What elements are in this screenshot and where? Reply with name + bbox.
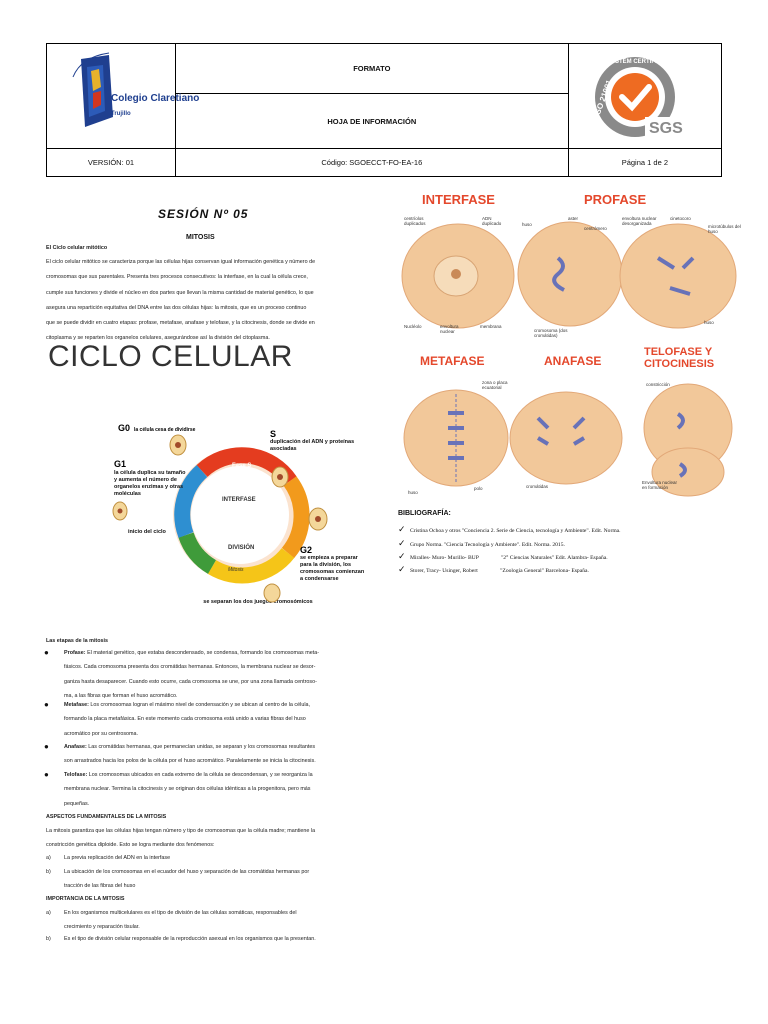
intro-line: que se puede dividir en cuatro etapas: p…	[46, 320, 315, 327]
session-subtitle: MITOSIS	[186, 234, 215, 241]
division-label: DIVISIÓN	[228, 543, 254, 551]
s-text: duplicación del ADN y proteínas asociada…	[270, 439, 355, 452]
school-name: Colegio Claretiano	[111, 93, 199, 104]
importancia-b-label: b)	[46, 936, 51, 942]
nucleolo-label: Nucléolo	[404, 324, 422, 329]
adn-label: ADN duplicado	[482, 216, 502, 226]
bullet-icon: ●	[44, 770, 49, 779]
zona-placa-label: zona o placa ecuatorial	[482, 380, 508, 390]
telofase-paragraph: Telofase: Los cromosomas ubicados en cad…	[64, 772, 313, 807]
membrana-label: membrana	[480, 324, 502, 329]
mitosis-cells-art	[401, 221, 737, 497]
etapas-heading: Las etapas de la mitosis	[46, 638, 109, 644]
aspectos-heading: ASPECTOS FUNDAMENTALES DE LA MITOSIS	[46, 814, 167, 820]
profase-label: PROFASE	[584, 192, 647, 207]
school-logo-cell: Colegio Claretiano Trujillo	[46, 43, 199, 149]
bibliografia-title: BIBLIOGRAFÍA:	[398, 510, 451, 517]
bullet-icon: ●	[44, 700, 49, 709]
envoltura-nuc-label: envoltura nuclear desorganizada	[622, 216, 657, 226]
cromosoma-label: cromosoma (dos cromátidas)	[534, 328, 568, 338]
bib-item: ✓Cristina Ochoa y otros "Conciencia 2. S…	[398, 524, 621, 534]
cinetocoro-label: cinetocoro	[670, 216, 691, 221]
check-icon: ✓	[398, 538, 406, 548]
anafase-paragraph: Anafase: Las cromátidas hermanas, que pe…	[64, 744, 316, 765]
intro-paragraph: El ciclo celular mitótico se caracteriza…	[46, 257, 358, 345]
cert-logo-cell: SYSTEM CERTIFICATION ISO 21001 SGS	[567, 43, 723, 149]
hoja-cell: HOJA DE INFORMACIÓN	[174, 93, 569, 149]
aspectos-paragraph: La mitosis garantiza que las células hij…	[46, 828, 316, 849]
anafase-label: ANAFASE	[544, 354, 602, 368]
bullet-icon: ●	[44, 648, 49, 657]
cell-cycle-diagram: Fase S INTERFASE DIVISIÓN Mitosis G0 la …	[112, 423, 365, 605]
intro-line: asegura una repartición equitativa del D…	[46, 304, 307, 311]
g2-label: G2	[300, 545, 312, 555]
envoltura-form-label: Envoltura nuclear en formación	[642, 480, 678, 490]
bib-item: ✓Storer, Tracy- Usinger, Robert "Zoologí…	[398, 564, 589, 574]
school-logo: Colegio Claretiano Trujillo	[72, 52, 199, 127]
bib-item: ✓Grupo Norma. "Ciencia Tecnología y Ambi…	[398, 538, 565, 548]
interfase-cycle-label: INTERFASE	[222, 497, 256, 503]
microtubulos-label: microtúbulos del huso	[708, 224, 741, 234]
aspectos-a: La previa replicación del ADN en la inte…	[64, 855, 171, 861]
centriolos-label: centríolos duplicados	[404, 216, 426, 226]
header-table: Colegio Claretiano Trujillo FORMATO SYST…	[46, 43, 723, 177]
version-cell: VERSIÓN: 01	[46, 148, 176, 177]
g1-label: G1	[114, 459, 126, 469]
check-icon: ✓	[398, 564, 406, 574]
telofase-label: TELOFASE Y CITOCINESIS	[644, 346, 715, 370]
huso2-label: huso	[704, 320, 714, 325]
aster-label: aster	[568, 216, 579, 221]
formato-cell: FORMATO	[174, 43, 569, 94]
pagina-cell: Página 1 de 2	[567, 148, 723, 177]
profase-paragraph: Profase: El material genético, que estab…	[64, 650, 320, 699]
importancia-a-label: a)	[46, 910, 51, 916]
bullet-icon: ●	[44, 742, 49, 751]
aspectos-b-label: b)	[46, 869, 51, 875]
sgs-certification-logo: SYSTEM CERTIFICATION ISO 21001 SGS	[592, 57, 685, 137]
importancia-b: Es el tipo de división celular responsab…	[64, 936, 316, 942]
cert-sgs-text: SGS	[649, 120, 683, 137]
intro-heading: El Ciclo celular mitótico	[46, 245, 108, 251]
inicio-text: inicio del ciclo	[128, 529, 166, 535]
g0-label: G0	[118, 423, 130, 433]
cert-ring-text: SYSTEM CERTIFICATION	[607, 59, 679, 65]
polo-label: polo	[474, 486, 483, 491]
mitosis-phases-figure: INTERFASE PROFASE METAFASE ANAFASE TELOF…	[398, 188, 746, 506]
s-label: S	[270, 429, 276, 439]
ciclo-celular-title: CICLO CELULAR	[48, 340, 293, 373]
metafase-paragraph: Metafase: Los cromosomas logran el máxim…	[64, 702, 311, 737]
fase-s-label: Fase S	[232, 463, 251, 469]
importancia-heading: IMPORTANCIA DE LA MITOSIS	[46, 896, 125, 902]
huso-label: huso	[522, 222, 532, 227]
codigo-cell: Código: SGOECCT-FO-EA-16	[174, 148, 569, 177]
mitosis-cycle-label: Mitosis	[228, 567, 244, 573]
bib-item: ✓Miralles- Muro- Murillo- BUP "2° Cienci…	[398, 551, 608, 561]
intro-line: El ciclo celular mitótico se caracteriza…	[46, 259, 316, 265]
g1-text: la célula duplica su tamaño y aumenta el…	[114, 470, 186, 497]
constriccion-label: constricción	[646, 382, 670, 387]
check-icon: ✓	[398, 524, 406, 534]
check-icon: ✓	[398, 551, 406, 561]
school-city: Trujillo	[111, 111, 131, 117]
session-title: SESIÓN Nº 05	[158, 207, 249, 221]
g2-text: se empieza a preparar para la división, …	[300, 555, 365, 582]
intro-line: cumple sus funciones y divide el núcleo …	[46, 289, 314, 296]
intro-line: citoplasma y se reparten los organelos c…	[46, 335, 270, 342]
envoltura-label: envoltura nuclear	[440, 324, 459, 334]
metafase-label: METAFASE	[420, 354, 485, 368]
interfase-label: INTERFASE	[422, 192, 495, 207]
aspectos-b: La ubicación de los cromosomas en el ecu…	[64, 869, 310, 890]
g0-text: la célula cesa de dividirse	[134, 427, 196, 433]
importancia-a: En los organismos multicelulares es el t…	[64, 910, 297, 931]
centromero-label: centrómero	[584, 226, 607, 231]
cromatidas-label: cromátidas	[526, 484, 549, 489]
huso3-label: huso	[408, 490, 418, 495]
bottom-text: se separan los dos juegos cromosómicos	[203, 599, 313, 605]
intro-line: cromosomas que sus parentales. Presenta …	[46, 274, 308, 281]
aspectos-a-label: a)	[46, 855, 51, 861]
